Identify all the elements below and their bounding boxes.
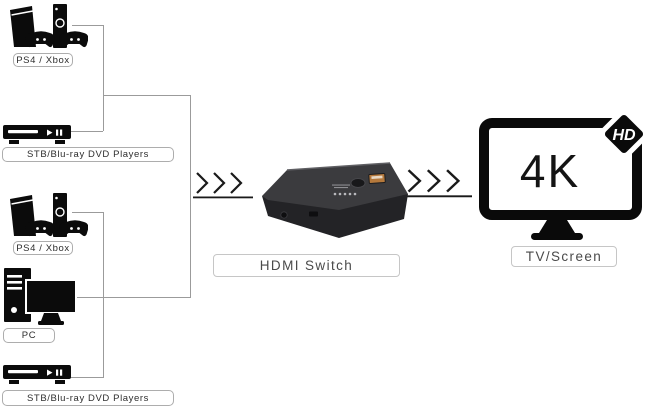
label-text: PS4 / Xbox — [16, 242, 70, 254]
connector-line — [77, 297, 190, 298]
hdmi-switch-device-icon — [262, 162, 408, 238]
source-label-pc: PC — [3, 328, 55, 343]
connector-line — [72, 212, 103, 213]
game-consoles-icon — [8, 3, 88, 49]
connector-line — [67, 131, 103, 132]
source-label-ps4-xbox-1: PS4 / Xbox — [13, 53, 73, 67]
source-label-ps4-xbox-2: PS4 / Xbox — [13, 241, 73, 255]
label-text: STB/Blu-ray DVD Players — [26, 392, 150, 404]
label-text: STB/Blu-ray DVD Players — [26, 149, 150, 160]
connector-line — [190, 95, 191, 298]
hdmi-switch-label: HDMI Switch — [213, 254, 400, 277]
source-label-stb-1: STB/Blu-ray DVD Players — [2, 147, 174, 162]
tv-4k-icon: 4K HD — [479, 109, 646, 240]
hd-badge — [599, 109, 646, 159]
hd-badge-text: HD — [612, 127, 636, 144]
media-player-icon — [3, 365, 71, 385]
label-text: HDMI Switch — [259, 258, 354, 273]
desktop-pc-icon — [4, 268, 77, 325]
label-text: TV/Screen — [525, 249, 603, 264]
connector-line — [103, 25, 104, 131]
label-text: PS4 / Xbox — [16, 54, 70, 66]
tv-screen-text: 4K — [520, 145, 580, 197]
source-label-stb-2: STB/Blu-ray DVD Players — [2, 390, 174, 406]
connector-line — [67, 377, 103, 378]
label-text: PC — [21, 330, 37, 341]
tv-screen-label: TV/Screen — [511, 246, 617, 267]
connector-line — [103, 212, 104, 378]
connector-line — [72, 25, 103, 26]
flow-arrows-icon — [193, 170, 253, 199]
game-consoles-icon — [8, 192, 88, 238]
media-player-icon — [3, 125, 71, 145]
flow-arrows-icon — [404, 167, 472, 198]
connector-line — [103, 95, 190, 96]
